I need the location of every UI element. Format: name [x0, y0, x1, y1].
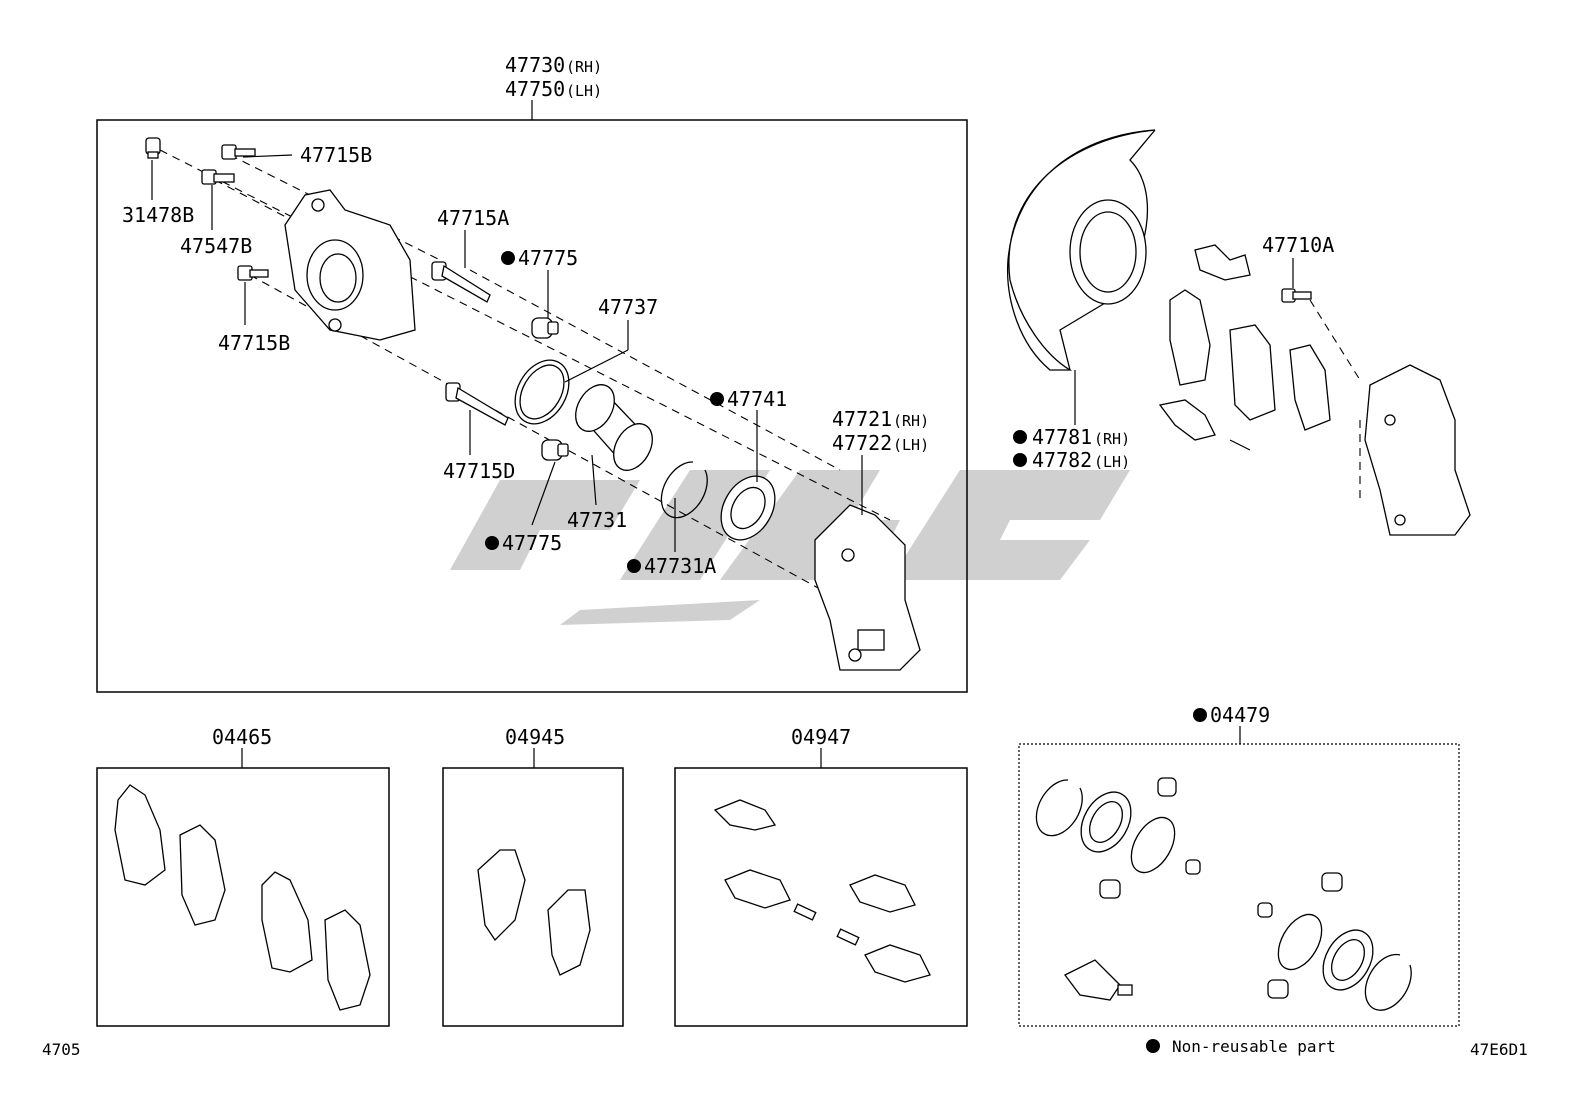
brake-pad-set-icon — [114, 784, 371, 1011]
footer-left-code: 4705 — [42, 1040, 81, 1059]
bleeder-cap-icon — [145, 137, 161, 159]
label-31478B: 31478B — [122, 203, 194, 227]
label-47782-suffix: (LH) — [1094, 453, 1130, 471]
snap-ring-icon — [660, 461, 708, 519]
caliper-bracket-icon — [814, 504, 921, 671]
dust-boot-icon — [720, 475, 776, 541]
label-47722-suffix: (LH) — [893, 436, 929, 454]
label-04479: 04479 — [1210, 703, 1270, 727]
footer-right-code: 47E6D1 — [1470, 1040, 1528, 1059]
assembly-rh-suffix: (RH) — [566, 58, 602, 76]
label-47737: 47737 — [598, 295, 658, 319]
label-47715B-mid: 47715B — [218, 331, 290, 355]
non-reusable-dot-icon — [501, 251, 515, 265]
assembly-lh-suffix: (LH) — [566, 82, 602, 100]
bleeder-screw-icon — [201, 169, 235, 185]
non-reusable-legend-dot-icon — [1146, 1039, 1160, 1053]
label-47775-top: 47775 — [518, 246, 578, 270]
caliper-body-icon — [284, 189, 416, 341]
piston-icon — [575, 384, 653, 471]
label-47721-suffix: (RH) — [893, 412, 929, 430]
repair-kit-parts-icon — [1035, 777, 1412, 1011]
pad-kit-box — [96, 767, 390, 1027]
label-04945: 04945 — [505, 725, 565, 749]
repair-kit-box — [1018, 743, 1460, 1027]
non-reusable-dot-icon — [1013, 430, 1027, 444]
guide-bolt-icon — [221, 144, 256, 160]
slide-pin-upper-icon — [431, 261, 491, 303]
non-reusable-dot-icon — [627, 559, 641, 573]
label-47721: 47721 — [832, 407, 892, 431]
watermark-logo — [450, 470, 1130, 625]
label-47731A: 47731A — [644, 554, 716, 578]
anti-squeal-shim-icon — [477, 849, 591, 976]
non-reusable-dot-icon — [485, 536, 499, 550]
disc-dust-cover-icon — [1006, 129, 1156, 371]
label-47731: 47731 — [567, 508, 627, 532]
pin-boot-lower-icon — [541, 439, 569, 461]
label-47715B-top: 47715B — [300, 143, 372, 167]
footer-legend-text: Non-reusable part — [1172, 1037, 1336, 1056]
label-47781: 47781 — [1032, 425, 1092, 449]
label-47547B: 47547B — [180, 234, 252, 258]
label-47775-bot: 47775 — [502, 531, 562, 555]
label-47782: 47782 — [1032, 448, 1092, 472]
label-47710A: 47710A — [1262, 233, 1334, 257]
assembly-lh-number: 47750 — [505, 77, 565, 101]
pin-boot-upper-icon — [531, 317, 559, 339]
label-47741: 47741 — [727, 387, 787, 411]
rear-caliper-bracket-icon — [1364, 364, 1471, 536]
label-04465: 04465 — [212, 725, 272, 749]
fitting-kit-box — [674, 767, 968, 1027]
label-47715A: 47715A — [437, 206, 509, 230]
non-reusable-dot-icon — [710, 392, 724, 406]
label-47715D: 47715D — [443, 459, 515, 483]
non-reusable-dot-icon — [1013, 453, 1027, 467]
pad-support-plate-icon — [713, 799, 931, 983]
assembly-rh-number: 47730 — [505, 53, 565, 77]
label-47781-suffix: (RH) — [1094, 430, 1130, 448]
pad-kit-exploded-icon — [1158, 244, 1331, 451]
shim-kit-box — [442, 767, 624, 1027]
bracket-bolt-icon — [1281, 288, 1312, 303]
label-04947: 04947 — [791, 725, 851, 749]
guide-bolt-lower-icon — [237, 265, 269, 281]
piston-seal-icon — [514, 359, 570, 425]
label-47722: 47722 — [832, 431, 892, 455]
non-reusable-dot-icon — [1193, 708, 1207, 722]
slide-pin-lower-icon — [445, 382, 509, 426]
